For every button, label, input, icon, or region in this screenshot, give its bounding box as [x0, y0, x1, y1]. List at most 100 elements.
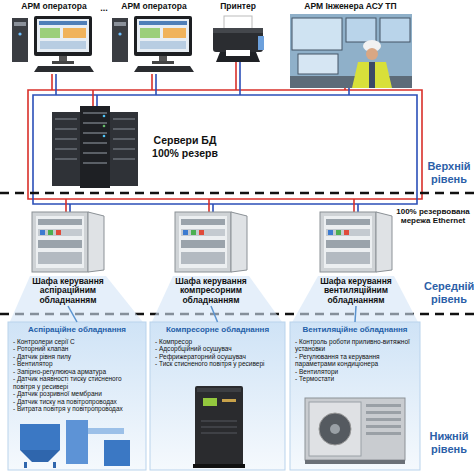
list-item: - Термостати [295, 375, 415, 382]
mounting-plate [36, 216, 84, 268]
list-item: - Компресор [155, 338, 280, 345]
node-label: АРМ оператора [21, 2, 86, 11]
network-wire [239, 62, 241, 95]
screen-content [163, 28, 186, 38]
control-cabinet [320, 212, 392, 272]
printer-paper [226, 50, 250, 56]
level-separator [0, 192, 474, 195]
ink-tank [258, 36, 264, 50]
component [191, 230, 196, 235]
panel-heading: Аспіраційне обладнання [13, 326, 141, 335]
support-leg [24, 462, 27, 468]
network-wire [51, 74, 53, 90]
node-label: АРМ оператора [121, 2, 186, 11]
compressor-unit [193, 386, 245, 468]
breaker-row [326, 219, 370, 225]
network-wire [92, 90, 94, 108]
terminal-row [326, 252, 370, 264]
scope-funnel [150, 276, 285, 326]
hopper [20, 450, 60, 462]
component [344, 230, 349, 235]
monitor [134, 16, 192, 56]
fan [319, 413, 351, 445]
terminal-row [38, 229, 82, 236]
operator-workstation: АРМ оператора [108, 2, 200, 82]
control-screen [292, 18, 342, 50]
network-wire [65, 199, 67, 212]
list-item: - Датчик наявності тиску стисненого пові… [13, 375, 141, 390]
vent-slot [201, 426, 237, 428]
scope-funnel [290, 276, 420, 326]
level-label: Нижній рівень [424, 430, 474, 455]
list-item: - Тиск стисненого повітря у ресивері [155, 360, 280, 367]
list-item: - Датчик рівня пилу [13, 353, 141, 360]
list-item: - Витрата повітря у повітропроводах [13, 405, 141, 412]
control-screen [380, 18, 410, 42]
screen-content [63, 28, 86, 38]
operator-workstation: АРМ оператора [8, 2, 100, 82]
component [48, 230, 53, 235]
screen-content [140, 41, 186, 49]
monitor-screen [137, 19, 189, 52]
terminal-row [38, 252, 82, 264]
engineer-head [366, 48, 378, 60]
rack-slot [55, 128, 77, 130]
ellipsis: ... [97, 3, 111, 13]
grille [366, 432, 401, 435]
node-label: АРМ Інженера АСУ ТП [304, 2, 396, 11]
rack-slot [113, 118, 135, 120]
panel-heading: Компресорне обладнання [155, 326, 280, 335]
network-wire [212, 204, 214, 212]
grille [366, 418, 401, 421]
rack-led [103, 125, 106, 128]
terminal-row [181, 229, 225, 236]
vent-slot [201, 420, 237, 422]
monitor [34, 16, 92, 56]
rack-slot [113, 158, 135, 160]
network-wire [357, 204, 359, 212]
filter-column [66, 420, 88, 464]
dust-bin [104, 440, 130, 466]
component [56, 230, 61, 235]
component [336, 230, 341, 235]
rack-slot [113, 148, 135, 150]
rack-slot [55, 158, 77, 160]
node-label: Шафа керування аспіраційним обладнанням [24, 277, 112, 306]
safety-vest [352, 62, 392, 88]
list-item: - Вентилятори [295, 368, 415, 375]
mounting-plate [324, 216, 372, 268]
list-item: - Контроль роботи приливно-витяжної уста… [295, 338, 415, 353]
dust-collector [20, 420, 130, 468]
list-item: - Роторний клапан [13, 345, 141, 352]
breaker-row [181, 219, 225, 225]
cabinet-body [175, 212, 231, 272]
equipment-panel: Аспіраційне обладнання- Контролери серії… [8, 322, 146, 470]
rack-slot [55, 148, 77, 150]
pc-tower [14, 22, 26, 26]
component [199, 230, 204, 235]
monitor-stand [52, 61, 74, 64]
grille [366, 411, 401, 414]
control-cabinet [32, 212, 104, 272]
breaker-row [38, 219, 82, 225]
screen-content [39, 21, 87, 25]
list-item: - Запірно-регулююча арматура [13, 368, 141, 375]
network-wire [69, 204, 71, 212]
component [328, 230, 333, 235]
rack-slot [83, 112, 107, 114]
server-rack [110, 112, 138, 186]
rack-slot [83, 142, 107, 144]
control-cabinet [175, 212, 247, 272]
panel-heading: Вентиляційне обладнання [295, 326, 415, 335]
printer-body [213, 28, 263, 52]
database-servers: Сервери БД 100% резерв [40, 104, 230, 190]
list-item: - Регулювання та керування параметрами к… [295, 353, 415, 368]
network-note: 100% резервована мережа Ethernet [392, 207, 474, 225]
equipment-panel [290, 322, 420, 470]
pc-tower [18, 32, 21, 35]
cabinet-body [320, 212, 376, 272]
cabinet-body [32, 212, 88, 272]
component [183, 230, 188, 235]
